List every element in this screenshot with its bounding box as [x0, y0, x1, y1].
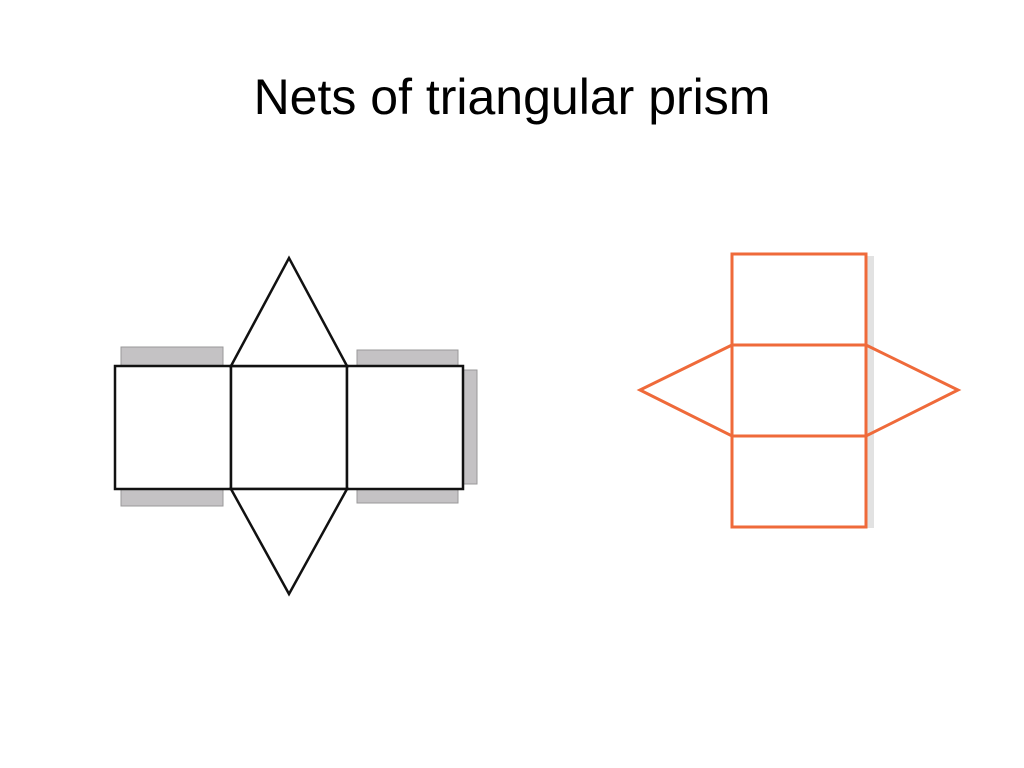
- rect-face-right: [345, 364, 465, 491]
- slide-title: Nets of triangular prism: [253, 69, 771, 125]
- triangle-face-top: [228, 255, 350, 368]
- net-shadow: [866, 256, 874, 528]
- triangle-face-left: [636, 342, 734, 439]
- rect-face-bottom: [730, 434, 868, 529]
- triangle-face-bottom: [228, 487, 350, 597]
- triangle-face-right: [864, 342, 962, 439]
- rect-face-middle: [730, 343, 868, 438]
- rect-face-top: [730, 252, 868, 347]
